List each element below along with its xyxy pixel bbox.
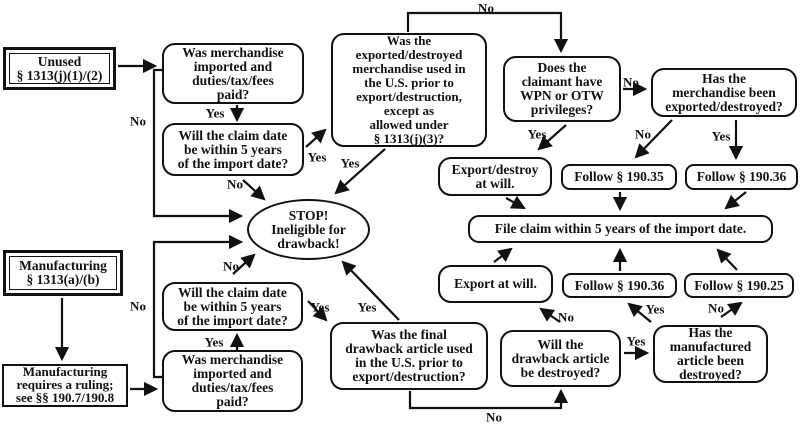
node-manufacturing-1313ab: Manufacturing § 1313(a)/(b) (3, 250, 123, 296)
edge-label-yes: Yes (645, 301, 665, 317)
node-export-at-will: Export at will. (438, 265, 553, 303)
edge-used-us-yes-to-stop (334, 148, 386, 195)
edge-label-no: No (486, 409, 502, 425)
edge-label-no: No (130, 298, 146, 314)
node-manufacturing-ruling: Manufacturing requires a ruling; see §§ … (2, 364, 128, 407)
edge-label-no: No (227, 176, 243, 192)
node-final-drawback-article: Was the final drawback article used in t… (330, 322, 488, 390)
edge-export-destroy-to-file-claim (505, 195, 526, 210)
node-export-destroy-at-will: Export/destroy at will. (438, 157, 552, 196)
edge-final-article-yes-to-stop (341, 260, 400, 321)
edge-label-yes: Yes (307, 149, 327, 165)
edge-manufactured-no-to-follow-190-25 (720, 301, 743, 318)
edge-label-yes: Yes (205, 105, 225, 121)
edge-wpn-yes-to-export-destroy (537, 124, 567, 151)
edge-label-no: No (130, 113, 146, 129)
edge-label-no: No (623, 74, 639, 90)
node-merchandise-exported: Has the merchandise been exported/destro… (651, 68, 797, 117)
edge-drawback-destroyed-no-to-export-will (539, 307, 561, 323)
node-file-claim: File claim within 5 years of the import … (468, 215, 773, 243)
edge-label-yes: Yes (204, 334, 224, 350)
node-stop-ineligible: STOP! Ineligible for drawback! (247, 199, 370, 260)
edge-label-yes: Yes (340, 155, 360, 171)
edge-claim-bottom-yes-to-final-article (307, 300, 328, 322)
edge-follow-190-36-top-to-file-claim (724, 191, 747, 210)
node-manufactured-article-destroyed: Has the manufactured article been destro… (653, 325, 768, 383)
node-drawback-article-destroyed: Will the drawback article be destroyed? (500, 330, 621, 387)
node-claim-date-bottom: Will the claim date be within 5 years of… (162, 282, 303, 331)
edge-follow-190-25-to-file-claim (716, 248, 738, 271)
node-follow-190-36-top: Follow § 190.36 (685, 164, 798, 190)
edge-exported-no-to-follow-190-35 (634, 119, 673, 159)
edge-export-will-to-file-claim (493, 247, 513, 263)
edge-claim-top-no-to-stop (242, 179, 266, 201)
edge-label-yes: Yes (626, 333, 646, 349)
edge-label-no: No (558, 309, 574, 325)
node-unused-1313j: Unused § 1313(j)(1)/(2) (3, 47, 116, 90)
edge-label-no: No (478, 0, 494, 16)
edge-label-yes: Yes (310, 299, 330, 315)
edge-claim-top-yes-to-used-us (305, 128, 327, 148)
node-merchandise-imported-top: Was merchandise imported and duties/tax/… (162, 43, 304, 104)
edge-label-yes: Yes (711, 128, 731, 144)
edge-final-article-no-to-drawback-destroyed (408, 388, 569, 410)
edge-label-yes: Yes (527, 126, 547, 142)
edge-label-yes: Yes (357, 299, 377, 315)
node-wpn-otw-privileges: Does the claimant have WPN or OTW privil… (503, 56, 621, 122)
edge-used-us-no-to-wpn (406, 11, 569, 54)
edge-manufactured-yes-to-follow-190-36-bottom (627, 302, 652, 323)
node-follow-190-25: Follow § 190.25 (684, 273, 794, 298)
node-merchandise-imported-bottom: Was merchandise imported and duties/tax/… (162, 350, 303, 412)
edge-merch-bottom-no-to-stop (152, 234, 244, 379)
node-used-in-us: Was the exported/destroyed merchandise u… (331, 33, 487, 147)
edge-merch-top-no-to-stop (152, 68, 244, 224)
edge-label-no: No (708, 300, 724, 316)
edge-label-no: No (223, 258, 239, 274)
node-claim-date-top: Will the claim date be within 5 years of… (162, 123, 304, 176)
node-follow-190-35: Follow § 190.35 (561, 164, 677, 190)
edge-label-no: No (635, 126, 651, 142)
node-follow-190-36-bottom: Follow § 190.36 (562, 273, 677, 298)
edge-claim-bottom-no-to-stop (232, 253, 256, 275)
